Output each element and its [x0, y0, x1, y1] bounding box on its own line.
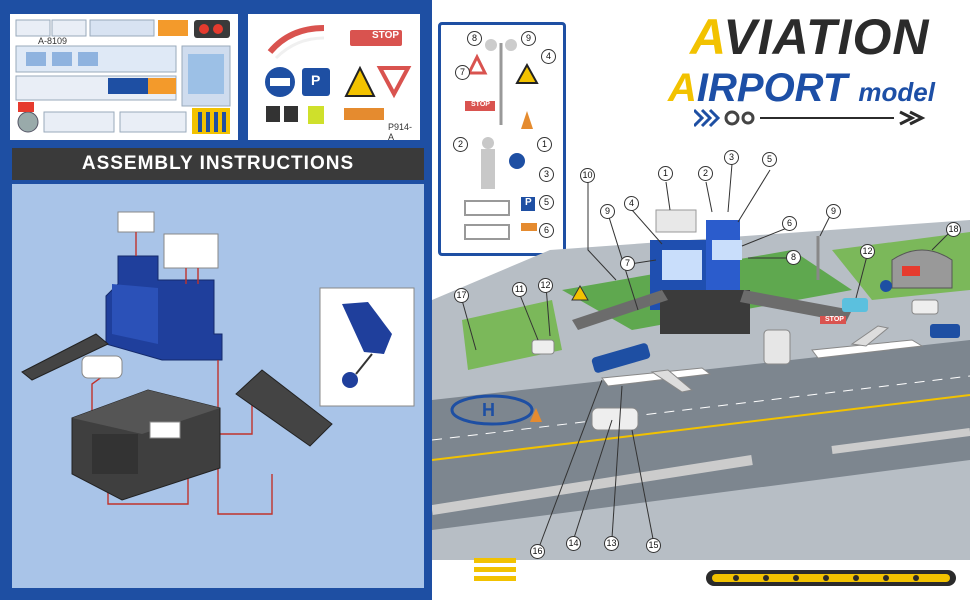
callout: 9 — [521, 31, 536, 46]
assembly-diagram-panel — [12, 184, 424, 588]
title-airport-rest: IRPORT — [696, 66, 848, 110]
callout: 2 — [698, 166, 713, 181]
callout: 6 — [782, 216, 797, 231]
title-aviation: AVIATION — [690, 8, 929, 66]
helipad-letter: H — [482, 400, 495, 420]
stop-sign-label: STOP — [471, 101, 490, 108]
sticker-code-left: A-8109 — [38, 36, 68, 46]
title-airport: AIRPORT model — [668, 66, 935, 111]
callout: 16 — [530, 544, 545, 559]
left-panel: A-8109 STOP P P914-A ASSEMBLY INST — [0, 0, 432, 600]
callout: 12 — [860, 244, 875, 259]
callout: 4 — [624, 196, 639, 211]
sign-sticker-card: STOP P P914-A — [248, 14, 420, 142]
callout: 3 — [724, 150, 739, 165]
yellow-stripes-decoration — [474, 558, 516, 588]
accessories-illustration — [464, 39, 539, 240]
callout: 1 — [658, 166, 673, 181]
stop-sticker-label: STOP — [372, 30, 400, 41]
callout: 7 — [455, 65, 470, 80]
right-panel: 8 9 7 4 2 1 3 5 6 STOP P AVIATION AIRPOR… — [432, 0, 970, 600]
callout: 9 — [600, 204, 615, 219]
conveyor-belt-decoration — [706, 570, 956, 586]
callout: 5 — [539, 195, 554, 210]
callout: 3 — [539, 167, 554, 182]
callout: 13 — [604, 536, 619, 551]
callout: 10 — [580, 168, 595, 183]
callout: 5 — [762, 152, 777, 167]
callout: 14 — [566, 536, 581, 551]
assembly-exploded-view — [21, 211, 415, 515]
sign-stickers-illustration — [265, 25, 412, 124]
parking-sign-label: P — [525, 197, 532, 208]
callout: 8 — [786, 250, 801, 265]
callout: 17 — [454, 288, 469, 303]
callout: 15 — [646, 538, 661, 553]
callout: 1 — [537, 137, 552, 152]
sticker-sheet-illustration — [15, 19, 231, 134]
title-gears-decoration — [694, 108, 926, 128]
title-aviation-initial: A — [690, 9, 724, 65]
title-aviation-rest: VIATION — [723, 9, 930, 65]
callout: 8 — [467, 31, 482, 46]
accessories-panel: 8 9 7 4 2 1 3 5 6 STOP P — [438, 22, 566, 256]
callout: 7 — [620, 256, 635, 271]
callout: 18 — [946, 222, 961, 237]
callout: 11 — [512, 282, 527, 297]
callout: 12 — [538, 278, 553, 293]
callout: 4 — [541, 49, 556, 64]
airport-playmat-illustration: H — [432, 163, 970, 560]
parking-sticker-label: P — [311, 72, 321, 88]
stop-sign-label: STOP — [825, 316, 844, 323]
callout: 9 — [826, 204, 841, 219]
title-airport-initial: A — [668, 66, 697, 110]
callout: 6 — [539, 223, 554, 238]
assembly-instructions-heading: ASSEMBLY INSTRUCTIONS — [12, 148, 424, 180]
sticker-code-right: P914-A — [388, 122, 413, 142]
title-model: model — [858, 77, 935, 107]
sticker-sheet-card: A-8109 — [10, 14, 238, 140]
callout: 2 — [453, 137, 468, 152]
